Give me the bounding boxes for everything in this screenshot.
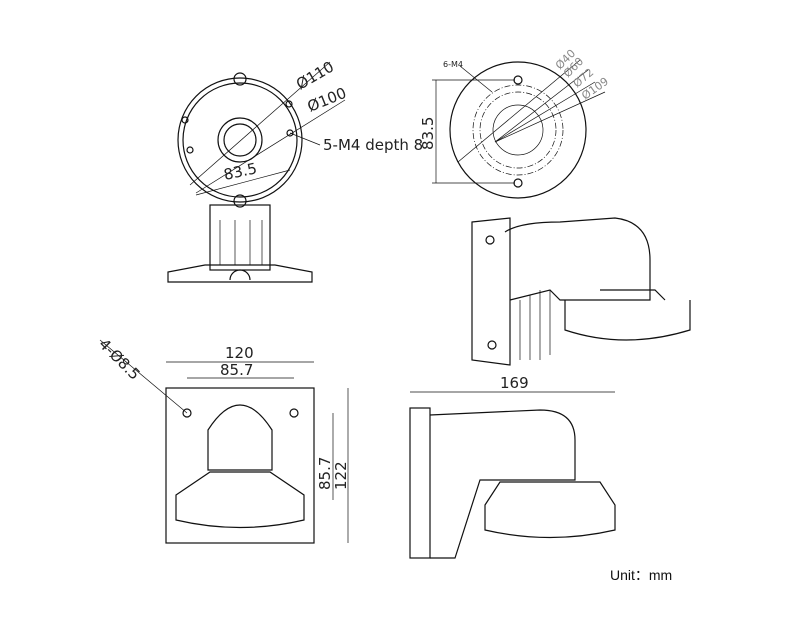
unit-label: Unit：mm [610, 567, 672, 583]
front-view: 120 85.7 85.7 122 4-Ø8.5 [95, 335, 350, 544]
dim-height: 83.5 [419, 117, 437, 150]
mount-plate-view: 6-M4 83.5 Ø40 Ø60 Ø72 Ø109 [419, 47, 611, 199]
holes-4-dia-8-5: 4-Ø8.5 [95, 335, 144, 384]
dim-height-122: 122 [332, 461, 350, 490]
holes-label: 5-M4 depth 8 [323, 136, 423, 154]
dim-pitch: 83.5 [222, 159, 258, 184]
base-side-view [167, 204, 313, 283]
dim-height-85-7: 85.7 [316, 457, 334, 490]
holes-6m4: 6-M4 [443, 60, 463, 69]
dim-width-120: 120 [225, 344, 254, 362]
dim-width-85-7: 85.7 [220, 361, 253, 379]
side-view: 169 [409, 374, 616, 559]
base-top-view: Ø110 Ø100 83.5 5-M4 depth 8 [177, 58, 423, 208]
dim-length-169: 169 [500, 374, 529, 392]
bracket-3d-view [471, 217, 691, 366]
